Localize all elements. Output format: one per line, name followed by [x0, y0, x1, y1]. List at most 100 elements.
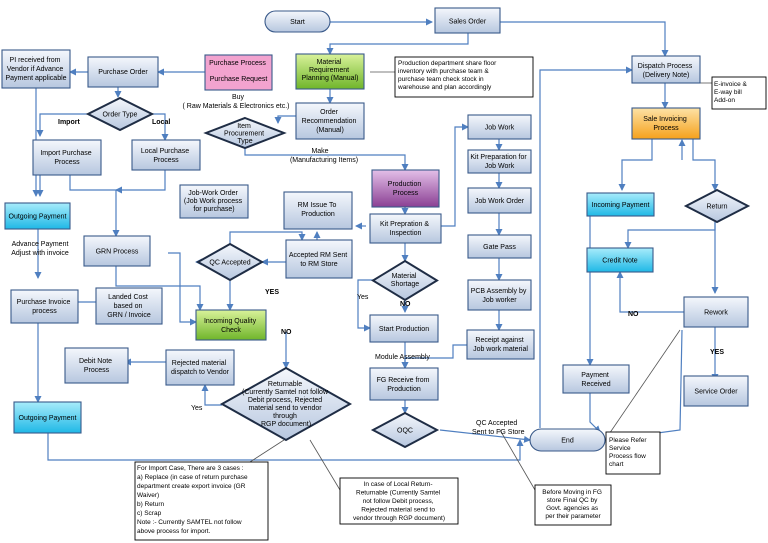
purchase-process-box: Purchase Process Purchase Request	[204, 54, 273, 91]
landed-cost-box: Landed Cost based on GRN / Invoice	[95, 287, 163, 325]
receipt-job-box: Receipt against Job work material	[466, 329, 535, 360]
incoming-payment-label: Incoming Payment	[592, 202, 650, 209]
service-ref-note-text: Please Refer Service Process flow chart	[609, 437, 648, 468]
service-order-label: Service Order	[694, 389, 738, 396]
job-work-order-box: Job Work Order	[467, 187, 532, 214]
receipt-job-text: Receipt against Job work material	[473, 337, 528, 353]
pcb-assembly-box: PCB Assembly by Job worker	[467, 279, 532, 311]
rm-issue-text: RM Issue To Production	[298, 202, 339, 218]
grn-process-label: GRN Process	[96, 249, 139, 256]
debit-note-text: Debit Note Process	[79, 358, 114, 374]
accepted-rm-box: Accepted RM Sent to RM Store	[285, 239, 353, 279]
oqc-decision: OQC	[370, 411, 440, 449]
start-production-box: Start Production	[369, 314, 439, 343]
dispatch-process-box: Dispatch Process (Delivery Note)	[631, 55, 701, 84]
qc-accepted-decision: QC Accepted	[195, 242, 265, 282]
kit-prep-inspection-box: Kit Prepration & Inspection	[369, 213, 442, 244]
before-moving-note-text: Before Moving in FG store Final QC by Go…	[542, 489, 603, 520]
end-terminator: End	[529, 428, 606, 452]
shortage-no-label: NO	[400, 301, 411, 308]
advance-payment-label-2: Adjust with invoice	[11, 250, 69, 257]
rm-issue-box: RM Issue To Production	[283, 191, 353, 230]
buy-label-group: Buy ( Raw Materials & Electronics etc.)	[183, 94, 290, 110]
sales-order-box: Sales Order	[434, 7, 501, 34]
rejected-dispatch-text: Rejected material dispatch to Vendor	[171, 360, 230, 376]
order-recommendation-text: Order Recommendation (Manual)	[302, 109, 359, 134]
advance-payment-label-group: Advance Payment Adjust with invoice	[11, 241, 69, 257]
before-moving-note: Before Moving in FG store Final QC by Go…	[534, 484, 612, 526]
kit-prep-inspection-text: Kit Prepration & Inspection	[380, 221, 431, 237]
manufacturing-items-label: (Manufacturing Items)	[290, 157, 358, 164]
credit-note-box: Credit Note	[586, 247, 654, 273]
production-process-box: Production Process	[371, 169, 440, 208]
sales-order-label: Sales Order	[449, 19, 487, 26]
connectors	[32, 18, 719, 461]
oqc-label: OQC	[397, 428, 413, 435]
credit-note-label: Credit Note	[602, 258, 638, 265]
material-shortage-text: Material Shortage	[391, 273, 420, 288]
payment-received-box: Payment Received	[562, 364, 630, 394]
job-work-order-top-text: Job-Work Order (Job Work process for pur…	[184, 190, 244, 213]
import-case-note-text: For Import Case, There are 3 cases : a) …	[137, 465, 249, 535]
job-work-box: Job Work	[467, 114, 532, 140]
rework-box: Rework	[683, 296, 749, 328]
order-recommendation-box: Order Recommendation (Manual)	[295, 102, 365, 140]
rejected-dispatch-box: Rejected material dispatch to Vendor	[165, 349, 235, 386]
item-procurement-decision: Item Procurement Type	[203, 116, 287, 150]
landed-cost-text: Landed Cost based on GRN / Invoice	[107, 294, 151, 319]
outgoing-payment-2-box: Outgoing Payment	[13, 401, 82, 434]
start-terminator: Start	[264, 10, 331, 33]
returnable-decision: Returnable (Currently Samtel not follow …	[219, 366, 353, 442]
gate-pass-box: Gate Pass	[467, 234, 532, 259]
qc-accepted-fg-label-2: Sent to FG Store	[472, 429, 525, 436]
iqc-no-label: NO	[281, 329, 292, 336]
kit-prep-job-text: Kit Preparation for Job Work	[470, 154, 528, 170]
qc-yes-label: YES	[265, 289, 279, 296]
mrp-text: Material Requirement Planning (Manual)	[302, 59, 359, 82]
import-case-note: For Import Case, There are 3 cases : a) …	[134, 461, 269, 541]
make-label: Make	[311, 148, 328, 155]
job-work-order-top-box: Job-Work Order (Job Work process for pur…	[179, 184, 249, 219]
import-purchase-text: Import Purchase Process	[40, 150, 93, 166]
outgoing-payment-1-label: Outgoing Payment	[9, 214, 67, 221]
dispatch-process-text: Dispatch Process (Delivery Note)	[638, 63, 694, 79]
incoming-payment-box: Incoming Payment	[586, 192, 655, 217]
service-ref-note: Please Refer Service Process flow chart	[605, 431, 661, 475]
accepted-rm-text: Accepted RM Sent to RM Store	[289, 252, 349, 268]
buy-label: Buy	[232, 94, 245, 101]
purchase-process-text: Purchase Process Purchase Request	[209, 60, 268, 83]
return-decision: Return	[683, 188, 751, 224]
local-label: Local	[152, 119, 170, 126]
production-process-text: Production Process	[388, 181, 423, 197]
debit-note-box: Debit Note Process	[64, 347, 129, 384]
kit-prep-job-box: Kit Preparation for Job Work	[467, 149, 532, 174]
qc-accepted-fg-label-group: QC Accepted Sent to FG Store	[472, 420, 525, 436]
purchase-invoice-box: Purchase Invoice process	[10, 289, 79, 324]
production-dept-note: Production department share floor invent…	[394, 56, 534, 98]
sale-invoicing-text: Sale Invoicing Process	[643, 116, 689, 132]
outgoing-payment-2-label: Outgoing Payment	[19, 415, 77, 422]
local-return-note-text: In case of Local Return- Returnable (Cur…	[353, 481, 445, 522]
advance-payment-label-1: Advance Payment	[12, 241, 69, 248]
note-leaders	[249, 71, 712, 491]
local-return-note: In case of Local Return- Returnable (Cur…	[339, 477, 459, 525]
make-label-group: Make (Manufacturing Items)	[290, 148, 358, 164]
pcb-assembly-text: PCB Assembly by Job worker	[471, 288, 529, 304]
returnable-yes-label: Yes	[191, 405, 203, 412]
sale-invoicing-box: Sale Invoicing Process	[631, 107, 701, 140]
iqc-text: Incoming Quality Check	[204, 318, 258, 334]
import-purchase-box: Import Purchase Process	[32, 139, 102, 176]
start-label: Start	[290, 19, 305, 26]
returnable-text: Returnable (Currently Samtel not follow …	[242, 381, 330, 428]
return-label: Return	[706, 204, 727, 211]
mrp-box: Material Requirement Planning (Manual)	[295, 53, 365, 90]
service-order-box: Service Order	[683, 375, 749, 407]
fg-receive-text: FG Receive from Production	[377, 377, 432, 393]
production-dept-note-text: Production department share floor invent…	[397, 60, 498, 91]
gate-pass-label: Gate Pass	[483, 244, 516, 251]
fg-receive-box: FG Receive from Production	[369, 367, 439, 401]
local-purchase-box: Local Purchase Process	[131, 139, 201, 171]
raw-materials-label: ( Raw Materials & Electronics etc.)	[183, 103, 290, 110]
item-procurement-text: Item Procurement Type	[224, 123, 266, 145]
